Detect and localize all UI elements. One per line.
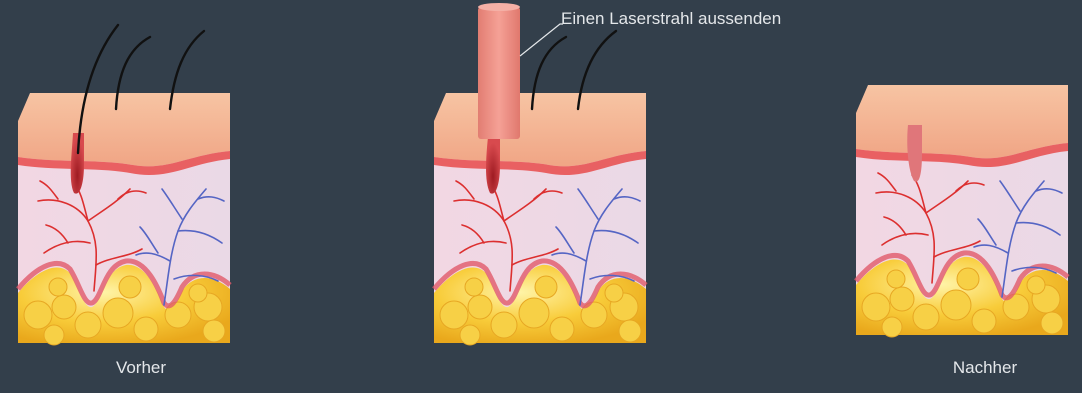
panel-laser <box>434 3 646 345</box>
laser-beam <box>478 7 520 139</box>
laser-callout-line <box>520 24 563 56</box>
panel-before <box>18 25 230 345</box>
after-label: Nachher <box>953 358 1017 378</box>
before-label: Vorher <box>116 358 166 378</box>
laser-callout-label: Einen Laserstrahl aussenden <box>561 9 781 29</box>
hair-follicle <box>71 133 84 194</box>
panel-after <box>856 85 1068 337</box>
